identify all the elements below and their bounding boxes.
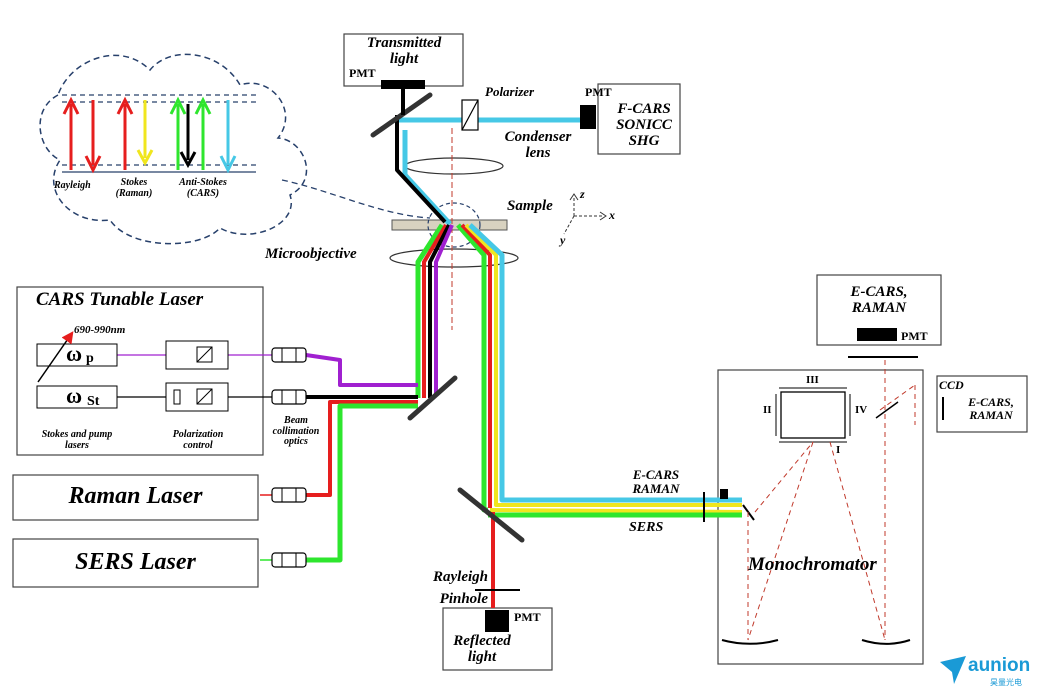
monochromator-label: Monochromator xyxy=(748,554,877,575)
omega-pump-symbol: ω xyxy=(66,341,83,366)
aunion-logo-icon xyxy=(940,656,966,684)
axis-x-label: x xyxy=(609,208,615,222)
xyz-axes xyxy=(563,193,607,235)
grating-III-label: III xyxy=(806,374,819,386)
axis-y-label: y xyxy=(560,233,566,247)
transmitted-light-label: Transmitted light xyxy=(366,35,442,67)
monochromator-internals xyxy=(721,356,944,645)
axis-z-label: z xyxy=(580,187,585,201)
raman-laser-label: Raman Laser xyxy=(68,483,203,509)
sample-label: Sample xyxy=(507,198,553,214)
brand-subtitle: 昊量光电 xyxy=(990,678,1022,687)
ccd-label: CCD xyxy=(939,378,964,392)
omega-stokes-symbol: ω xyxy=(66,383,83,408)
fcars-sonicc-shg-label: F-CARS SONICC SHG xyxy=(616,101,672,149)
stokes-pump-lasers-label: Stokes and pump lasers xyxy=(41,429,113,451)
components xyxy=(36,80,897,632)
antistokes-level-label: Anti-Stokes (CARS) xyxy=(179,177,227,199)
sers-beam-label: SERS xyxy=(629,520,664,535)
microobjective-label: Microobjective xyxy=(265,246,357,262)
polarizer-label: Polarizer xyxy=(485,84,535,99)
grating-I-label: I xyxy=(836,444,841,456)
reflected-light-label: Reflected light xyxy=(453,633,511,665)
rayleigh-level-label: Rayleigh xyxy=(54,180,91,191)
brand-name: aunion xyxy=(968,655,1031,676)
polarization-control-label: Polarization control xyxy=(172,429,224,451)
energy-level-cloud xyxy=(39,53,431,245)
rayleigh-pinhole-label: Rayleigh Pinhole xyxy=(433,569,488,607)
beam-collimation-label: Beam collimation optics xyxy=(272,415,320,447)
pmt-transmitted-label: PMT xyxy=(349,66,376,80)
beam-paths xyxy=(100,115,743,608)
stokes-level-label: Stokes (Raman) xyxy=(115,177,153,199)
grating-IV-label: IV xyxy=(855,404,868,416)
ecars-raman-ccd-label: E-CARS, RAMAN xyxy=(968,395,1014,422)
grating-II-label: II xyxy=(763,404,772,416)
box-outlines xyxy=(12,33,1028,671)
pmt-ecars-label: PMT xyxy=(901,329,928,343)
ecars-raman-pmt-label: E-CARS, RAMAN xyxy=(850,284,908,316)
pmt-reflected-label: PMT xyxy=(514,610,541,624)
omega-stokes-subscript: St xyxy=(87,394,100,409)
cars-tunable-laser-label: CARS Tunable Laser xyxy=(36,289,204,310)
ecars-raman-beam-label: E-CARS RAMAN xyxy=(632,467,680,496)
condenser-lens-label: Condenser lens xyxy=(504,129,572,161)
wavelength-range-label: 690-990nm xyxy=(74,324,126,336)
sers-laser-label: SERS Laser xyxy=(75,549,196,575)
omega-pump-subscript: p xyxy=(86,351,94,366)
pmt-fcars-label: PMT xyxy=(585,85,612,99)
